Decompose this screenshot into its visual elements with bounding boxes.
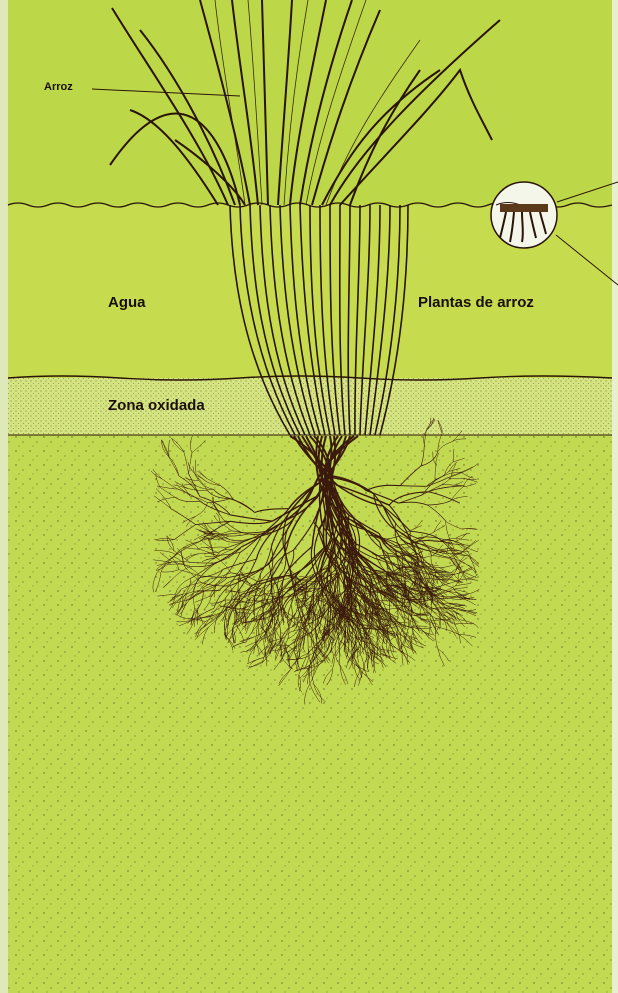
label-plantas-de-arroz: Plantas de arroz	[418, 294, 534, 311]
page-edge	[0, 0, 8, 993]
page-edge-right	[612, 0, 618, 993]
label-zona-oxidada: Zona oxidada	[108, 397, 205, 414]
root-segment	[322, 563, 323, 590]
label-agua: Agua	[108, 294, 146, 311]
label-arroz: Arroz	[44, 81, 73, 93]
